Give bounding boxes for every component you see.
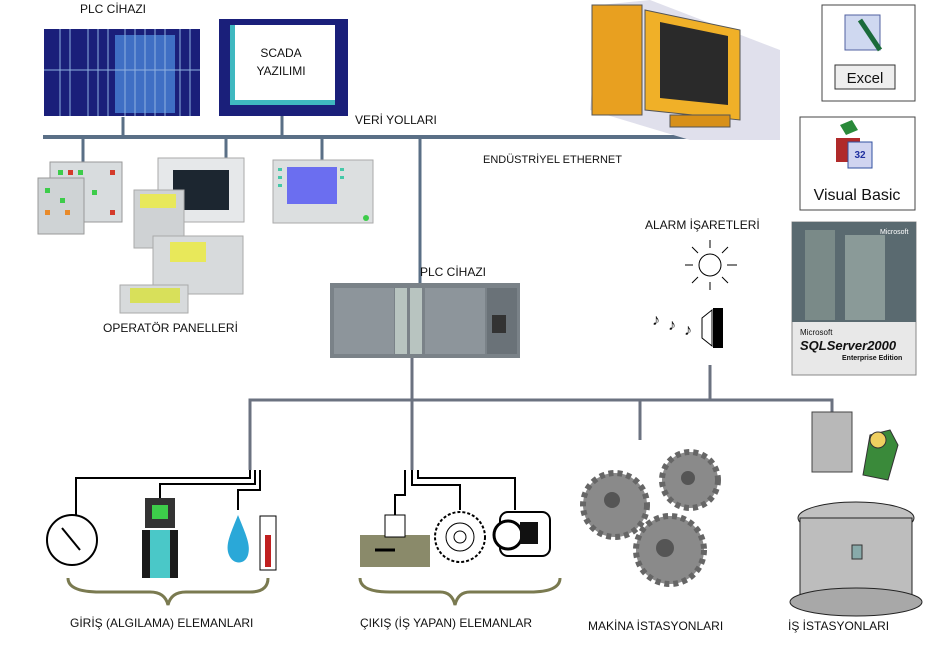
output-elements-label: ÇIKIŞ (İŞ YAPAN) ELEMANLAR: [360, 616, 532, 630]
visual-basic-label: Visual Basic: [814, 187, 901, 204]
input-wiring: [75, 470, 261, 520]
field-bus: [248, 358, 834, 470]
visual-basic-icon: [799, 116, 916, 211]
gear-holes: [604, 471, 695, 557]
svg-text:♪: ♪: [668, 317, 676, 334]
scada-label-2: YAZILIMI: [256, 64, 305, 78]
sql-name: SQLServer2000: [800, 338, 897, 353]
plc-top-label: PLC CİHAZI: [80, 2, 146, 16]
machine-stations-label: MAKİNA İSTASYONLARI: [588, 619, 723, 633]
plc-center-device: [330, 283, 520, 358]
data-bus-label: VERİ YOLLARI: [355, 113, 437, 127]
sql-brand: Microsoft: [800, 328, 833, 337]
alarm-label: ALARM İŞARETLERİ: [645, 218, 760, 232]
sql-brand-top: Microsoft: [880, 229, 908, 236]
thermometer-icon: [259, 515, 277, 571]
bus-drops: [81, 116, 422, 285]
vb-badge: 32: [854, 150, 866, 161]
valve-actuator-icon: [360, 514, 430, 567]
excel-label: Excel: [847, 70, 884, 87]
plc-center-label: PLC CİHAZI: [420, 265, 486, 279]
output-brace: [358, 577, 562, 606]
scada-label-1: SCADA: [260, 46, 301, 60]
operator-panels: [37, 157, 374, 314]
svg-text:♪: ♪: [684, 322, 692, 339]
excel-icon: [821, 4, 916, 102]
ethernet-label: ENDÜSTRİYEL ETHERNET: [483, 153, 622, 166]
plc-rack-top: [44, 29, 200, 116]
output-wiring: [394, 470, 516, 515]
input-brace: [66, 577, 270, 606]
flow-meter-icon: [142, 498, 178, 578]
computer-icon: [590, 0, 780, 140]
operator-panels-label: OPERATÖR PANELLERİ: [103, 321, 238, 335]
scada-monitor: [219, 19, 348, 116]
gear-wheel-icon: [434, 511, 486, 563]
pressure-gauge-icon: [46, 514, 98, 566]
alarm-horn-icon: ♪ ♪ ♪: [652, 308, 723, 348]
gears-icon: [580, 449, 721, 587]
input-elements-label: GİRİŞ (ALGILAMA) ELEMANLARI: [70, 616, 253, 630]
sql-edition: Enterprise Edition: [842, 355, 902, 362]
sql-server-box: [791, 221, 917, 376]
alarm-lamp-icon: [685, 240, 737, 290]
svg-text:♪: ♪: [652, 312, 660, 329]
worker-station-icon: [789, 411, 923, 617]
work-stations-label: İŞ İSTASYONLARI: [788, 619, 889, 633]
water-drop-icon: [227, 515, 249, 563]
electric-motor-icon: [492, 511, 551, 557]
